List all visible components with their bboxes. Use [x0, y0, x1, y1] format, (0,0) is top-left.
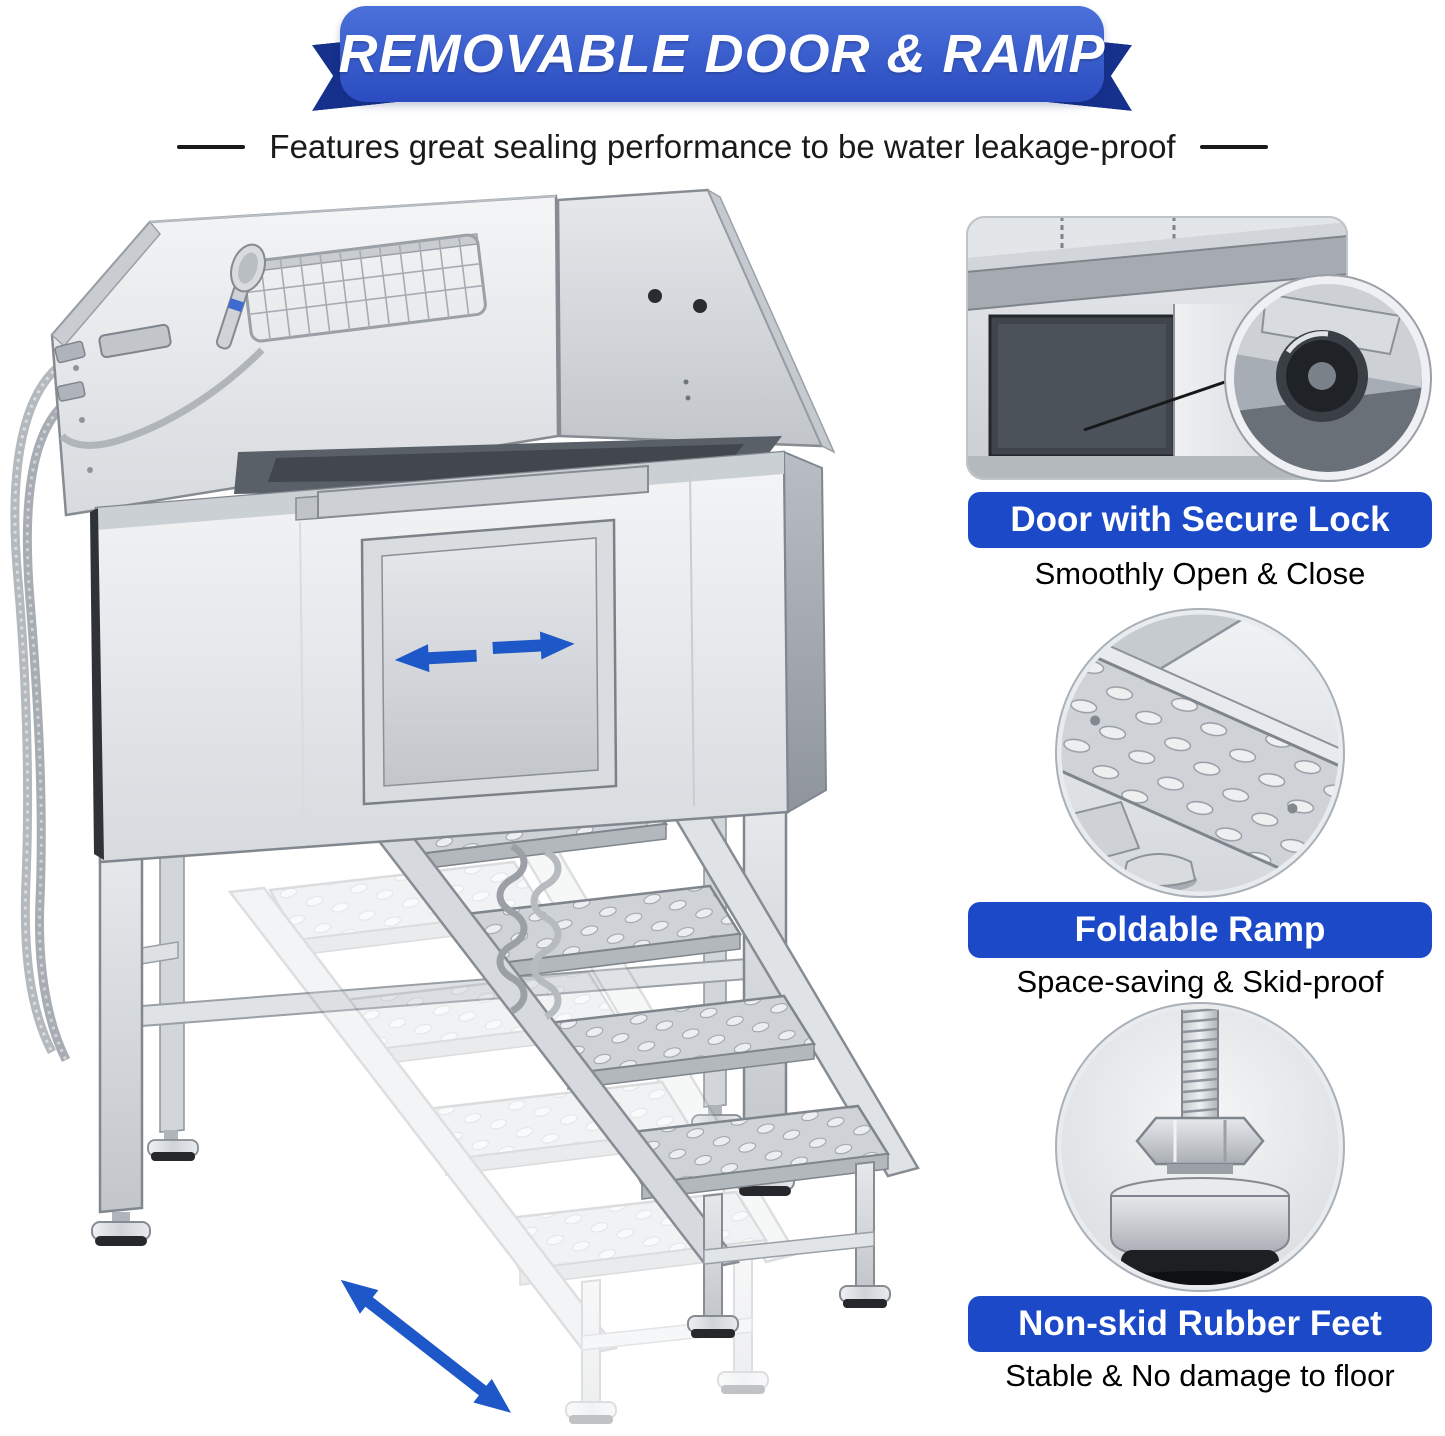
right-splash-guard [556, 188, 836, 454]
rubber-feet-image [1055, 1002, 1345, 1292]
shower-sprayer [59, 243, 266, 449]
left-splash-guard [50, 194, 560, 517]
feature-caption-door-lock: Smoothly Open & Close [1034, 556, 1366, 591]
fold-arrow-icon [340, 1279, 511, 1413]
subtitle-dash-left [177, 145, 246, 149]
sliding-door [295, 464, 649, 806]
door-lock-image [966, 216, 1432, 482]
water-hoses [10, 347, 90, 1063]
ribbon-bar: REMOVABLE DOOR & RAMP [338, 6, 1106, 102]
lock-zoom-inset [1224, 274, 1432, 482]
foldable-ramp-image [1055, 608, 1345, 898]
feature-label-door-lock: Door with Secure Lock [968, 492, 1432, 548]
feature-label-foldable-ramp: Foldable Ramp [968, 902, 1432, 958]
coiled-hoses [496, 842, 562, 1021]
tub-body [90, 450, 828, 864]
grooming-tub-illustration [10, 188, 920, 1426]
feature-caption-rubber-feet: Stable & No damage to floor [1005, 1358, 1395, 1393]
slide-arrows-icon [394, 631, 575, 673]
banner-ribbon: REMOVABLE DOOR & RAMP [312, 6, 1132, 116]
page-title: REMOVABLE DOOR & RAMP [338, 24, 1106, 84]
feature-label-rubber-feet: Non-skid Rubber Feet [968, 1296, 1432, 1352]
subtitle-dash-right [1199, 145, 1268, 149]
subtitle-row: Features great sealing performance to be… [0, 128, 1445, 166]
page-subtitle: Features great sealing performance to be… [269, 128, 1176, 165]
feature-caption-foldable-ramp: Space-saving & Skid-proof [1016, 964, 1384, 999]
